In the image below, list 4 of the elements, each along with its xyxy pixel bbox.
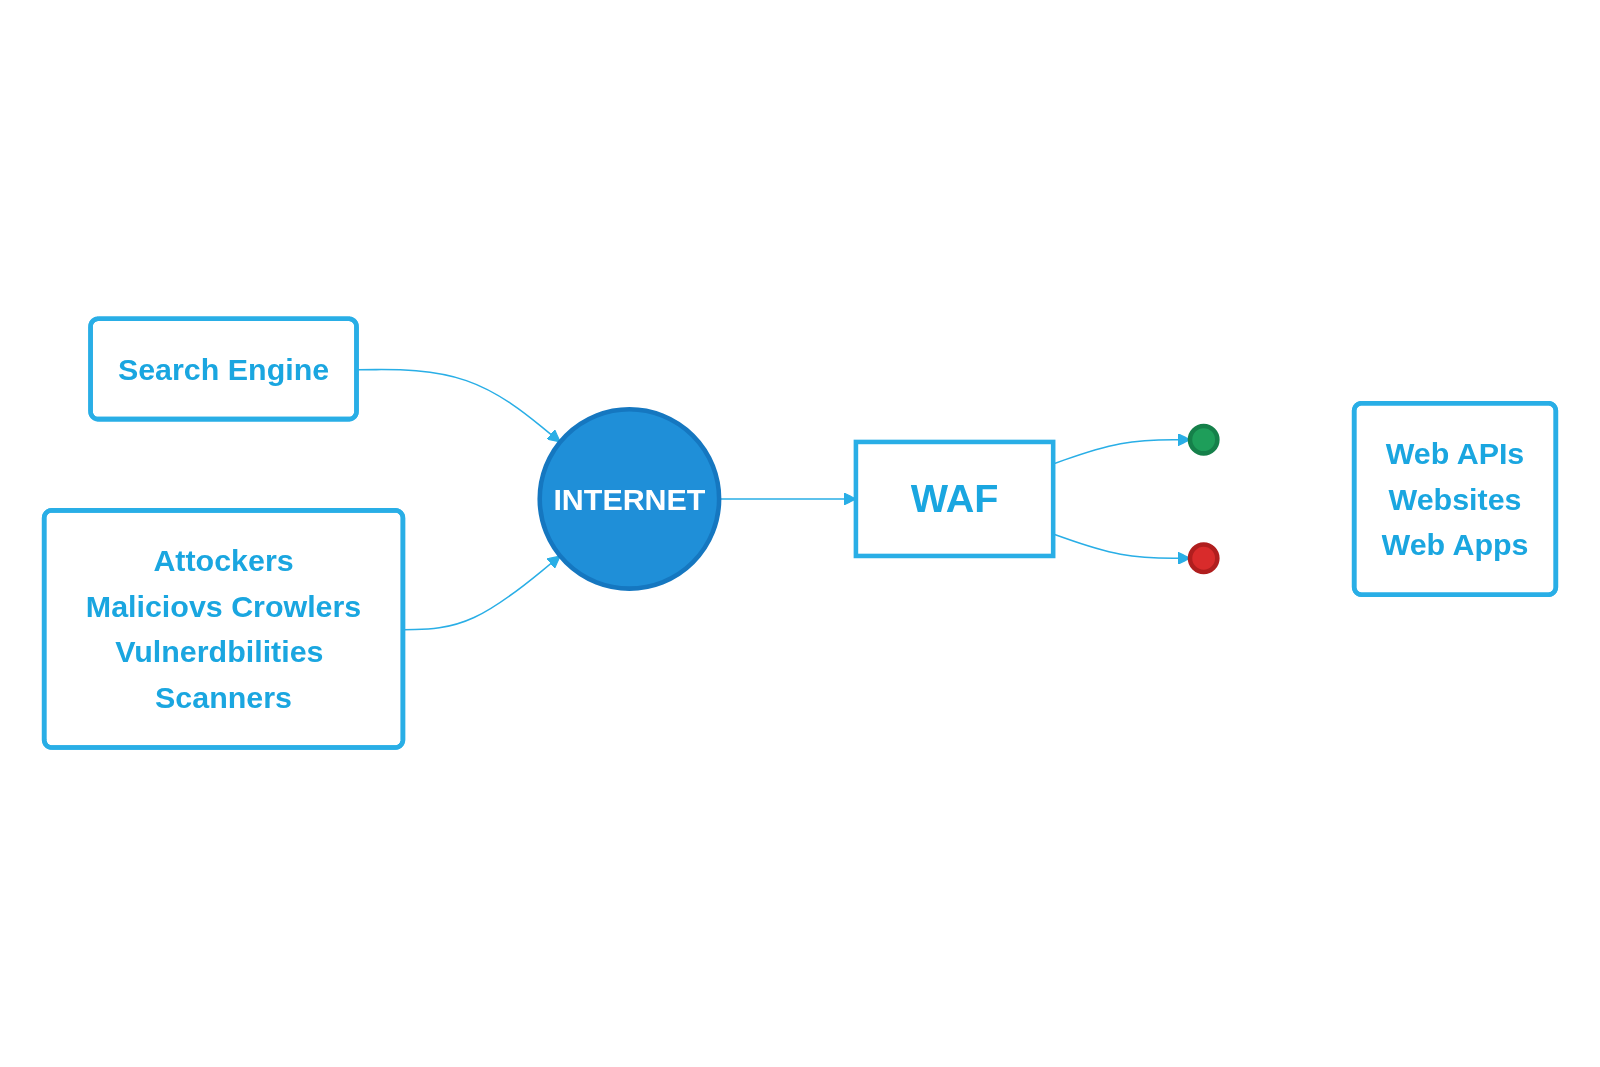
node-circle (1187, 542, 1220, 575)
node-circle (1187, 424, 1220, 456)
node-circle: INTERNET (537, 407, 722, 592)
node-box: WAF (853, 440, 1056, 559)
